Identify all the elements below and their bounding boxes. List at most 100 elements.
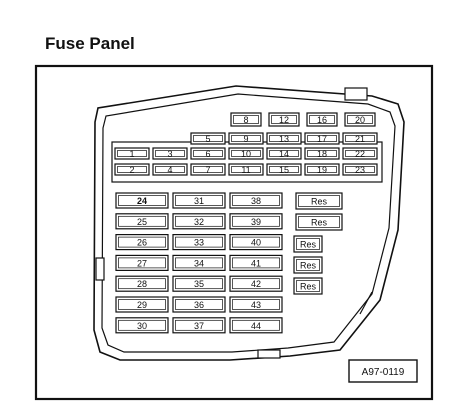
reserve-fuse-3-inner bbox=[296, 238, 320, 250]
fuse-25-body bbox=[115, 213, 169, 230]
fuse-37-label: 37 bbox=[194, 321, 204, 331]
top-latch bbox=[344, 87, 368, 101]
fuse-15-body bbox=[266, 163, 302, 176]
fuse-6-body bbox=[190, 147, 226, 160]
fuse-7-body bbox=[190, 163, 226, 176]
fuse-21: 21 bbox=[342, 132, 378, 145]
fuse-5-inner bbox=[193, 135, 223, 142]
fuse-3-body bbox=[152, 147, 188, 160]
fuse-8: 8 bbox=[230, 112, 262, 127]
fuse-19-label: 19 bbox=[317, 165, 327, 175]
fuse-1-inner bbox=[117, 150, 147, 157]
fuse-41-label: 41 bbox=[251, 258, 261, 268]
fuse-43-label: 43 bbox=[251, 300, 261, 310]
fuse-44-inner bbox=[232, 319, 280, 331]
fuse-13-body bbox=[266, 132, 302, 145]
fuse-22-body bbox=[342, 147, 378, 160]
fuse-33-inner bbox=[175, 236, 223, 248]
fuse-39-body bbox=[229, 213, 283, 230]
fuse-11-label: 11 bbox=[241, 165, 250, 175]
fuse-29-label: 29 bbox=[137, 300, 147, 310]
fuse-24-body bbox=[115, 192, 169, 209]
fuse-20-label: 20 bbox=[355, 115, 365, 125]
bottom-tab bbox=[257, 349, 281, 359]
reserve-fuse-2-label: Res bbox=[311, 218, 328, 228]
reserve-fuse-5-body bbox=[293, 277, 323, 295]
fuse-2: 2 bbox=[114, 163, 150, 176]
fuse-25-inner bbox=[118, 215, 166, 227]
fuse-36-body bbox=[172, 296, 226, 313]
fuse-32: 32 bbox=[172, 213, 226, 230]
fuse-34-body bbox=[172, 254, 226, 271]
fuse-37: 37 bbox=[172, 317, 226, 334]
fuse-41: 41 bbox=[229, 254, 283, 271]
fuse-14-body bbox=[266, 147, 302, 160]
panel-outline bbox=[93, 85, 405, 361]
fuse-9-body bbox=[228, 132, 264, 145]
fuse-30: 30 bbox=[115, 317, 169, 334]
reserve-fuse-5-label: Res bbox=[300, 282, 317, 292]
fuse-31: 31 bbox=[172, 192, 226, 209]
fuse-35: 35 bbox=[172, 275, 226, 292]
fuse-17-body bbox=[304, 132, 340, 145]
fuse-16: 16 bbox=[306, 112, 338, 127]
reserve-fuse-1-inner bbox=[298, 195, 340, 207]
fuse-31-label: 31 bbox=[194, 196, 204, 206]
fuse-32-body bbox=[172, 213, 226, 230]
fuse-24-label: 24 bbox=[137, 196, 147, 206]
fuse-41-inner bbox=[232, 257, 280, 269]
fuse-16-body bbox=[306, 112, 338, 127]
fuse-26-body bbox=[115, 234, 169, 251]
fuse-7-label: 7 bbox=[205, 165, 210, 175]
fuse-23-body bbox=[342, 163, 378, 176]
fuse-12-label: 12 bbox=[279, 115, 289, 125]
fuse-27-label: 27 bbox=[137, 258, 147, 268]
fuse-12-body bbox=[268, 112, 300, 127]
fuse-3: 3 bbox=[152, 147, 188, 160]
fuse-26: 26 bbox=[115, 234, 169, 251]
fuse-6-label: 6 bbox=[205, 149, 210, 159]
fuse-6-inner bbox=[193, 150, 223, 157]
fuse-34: 34 bbox=[172, 254, 226, 271]
right-rib bbox=[359, 291, 373, 315]
fuse-2-body bbox=[114, 163, 150, 176]
fuse-15-inner bbox=[269, 166, 299, 173]
figure-code: A97-0119 bbox=[362, 367, 405, 378]
fuse-1-label: 1 bbox=[129, 149, 134, 159]
fuse-31-inner bbox=[175, 195, 223, 206]
fuse-26-inner bbox=[118, 236, 166, 248]
fuse-19-inner bbox=[307, 166, 337, 173]
fuse-21-body bbox=[342, 132, 378, 145]
fuse-35-inner bbox=[175, 278, 223, 290]
reserve-fuse-4: Res bbox=[293, 256, 323, 274]
fuse-44: 44 bbox=[229, 317, 283, 334]
fuse-21-inner bbox=[345, 135, 375, 142]
fuse-35-body bbox=[172, 275, 226, 292]
fuse-10: 10 bbox=[228, 147, 264, 160]
fuse-11: 11 bbox=[228, 163, 264, 176]
fuse-23-inner bbox=[345, 166, 375, 173]
fuse-39-inner bbox=[232, 215, 280, 227]
fuse-33-body bbox=[172, 234, 226, 251]
fuse-28-body bbox=[115, 275, 169, 292]
fuse-27: 27 bbox=[115, 254, 169, 271]
fuse-32-label: 32 bbox=[194, 217, 204, 227]
lower-fuse-block: 2425262728293031323334353637383940414243… bbox=[115, 192, 283, 334]
fuse-13-inner bbox=[269, 135, 299, 142]
reserve-fuse-3: Res bbox=[293, 235, 323, 253]
fuse-19: 19 bbox=[304, 163, 340, 176]
reserve-fuse-2-body bbox=[295, 213, 343, 231]
fuse-18: 18 bbox=[304, 147, 340, 160]
fuse-23: 23 bbox=[342, 163, 378, 176]
figure-code-box bbox=[348, 359, 418, 383]
fuse-43-inner bbox=[232, 299, 280, 310]
reserve-fuse-5-inner bbox=[296, 280, 320, 292]
fuse-22: 22 bbox=[342, 147, 378, 160]
fuse-15: 15 bbox=[266, 163, 302, 176]
fuse-38-body bbox=[229, 192, 283, 209]
fuse-4-body bbox=[152, 163, 188, 176]
fuse-4-label: 4 bbox=[167, 165, 172, 175]
fuse-37-body bbox=[172, 317, 226, 334]
fuse-1-body bbox=[114, 147, 150, 160]
